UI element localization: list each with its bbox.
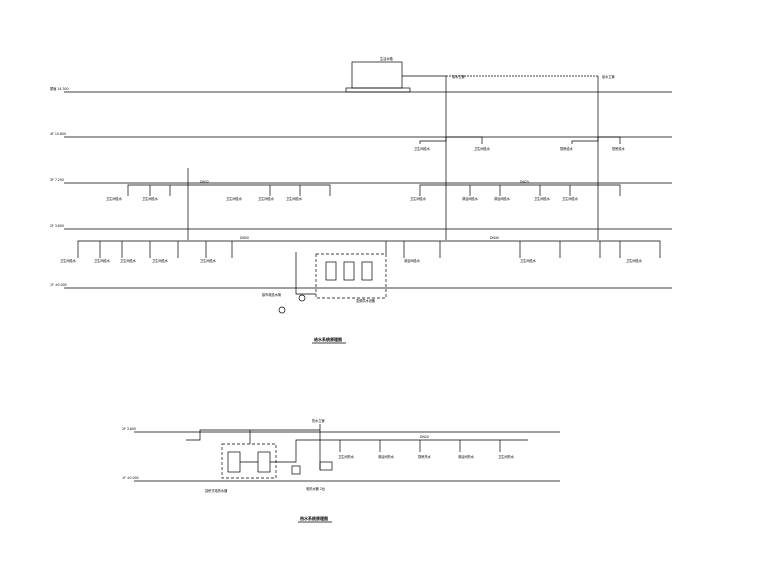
branch-label: 热水立管 [312, 418, 325, 423]
pump-unit [325, 261, 337, 281]
pump-unit [319, 461, 333, 471]
tank-label: 生活水箱 [380, 56, 394, 61]
branch-label: 卫生间给水 [152, 258, 169, 263]
branch-label: 淋浴间热水 [458, 454, 475, 459]
branch-label: 卫生间给水 [474, 146, 491, 151]
pump-unit [291, 465, 301, 475]
pipe-size-label: DN25 [520, 180, 529, 184]
branch-label: 卫生间给水 [626, 258, 643, 263]
roof-tank [351, 61, 403, 89]
heater-boundary [221, 443, 277, 479]
diagram-title: 给水系统原理图 [313, 336, 342, 342]
floor-label: 2F 3.600 [122, 427, 136, 431]
floor-label: 3F 7.200 [50, 178, 64, 182]
pipe-size-label: DN50 [240, 236, 249, 240]
branch-label: 淋浴间给水 [404, 258, 421, 263]
pipe-size-label: DN40 [490, 236, 499, 240]
pipe-size-label: DN32 [200, 180, 209, 184]
branch-label: 卫生间给水 [414, 146, 431, 151]
branch-label: 卫生间给水 [226, 196, 243, 201]
branch-label: 给水立管 [602, 74, 615, 79]
branch-label: 卫生间热水 [498, 454, 515, 459]
branch-label: 卫生间给水 [60, 258, 77, 263]
heater-note: 电热水器 2台 [306, 486, 325, 491]
branch-label: 淋浴间热水 [378, 454, 395, 459]
water-heater [227, 451, 241, 473]
branch-label: 卫生间给水 [120, 258, 137, 263]
pump-unit [361, 261, 373, 281]
pump-note: 接市政给水管 [262, 292, 281, 297]
branch-label: 卫生间给水 [200, 258, 217, 263]
branch-label: 给水立管 [452, 74, 465, 79]
branch-label: 卫生间给水 [562, 196, 579, 201]
meter-symbol [278, 306, 286, 314]
pipe-size-label: DN20 [420, 435, 429, 439]
pump-label: 变频供水设备 [356, 298, 376, 303]
heater-label: 容积式电热水器 [205, 488, 228, 493]
branch-label: 卫生间给水 [286, 196, 303, 201]
branch-label: 卫生间热水 [338, 454, 355, 459]
floor-label: 4F 10.800 [50, 132, 66, 136]
branch-label: 淋浴间给水 [494, 196, 511, 201]
water-heater [257, 451, 271, 473]
floor-label: 1F ±0.000 [50, 283, 67, 287]
branch-label: 淋浴间给水 [462, 196, 479, 201]
branch-label: 卫生间给水 [534, 196, 551, 201]
branch-label: 卫生间给水 [410, 196, 427, 201]
diagram-title: 热水系统原理图 [300, 515, 328, 521]
floor-label: 2F 3.600 [50, 224, 64, 228]
branch-label: 卫生间给水 [106, 196, 123, 201]
floor-label: 1F ±0.000 [122, 476, 139, 480]
branch-label: 卫生间给水 [258, 196, 275, 201]
branch-label: 厨房给水 [612, 146, 626, 151]
meter-symbol [298, 294, 306, 302]
branch-label: 卫生间给水 [520, 258, 537, 263]
branch-label: 卫生间给水 [142, 196, 159, 201]
tank-base [345, 87, 411, 93]
pump-unit [343, 261, 355, 281]
pump-room-boundary [315, 253, 387, 299]
floor-label: 屋面 14.300 [50, 86, 69, 91]
branch-label: 厨房热水 [418, 454, 432, 459]
branch-label: 卫生间给水 [94, 258, 111, 263]
branch-label: 厨房给水 [560, 146, 574, 151]
